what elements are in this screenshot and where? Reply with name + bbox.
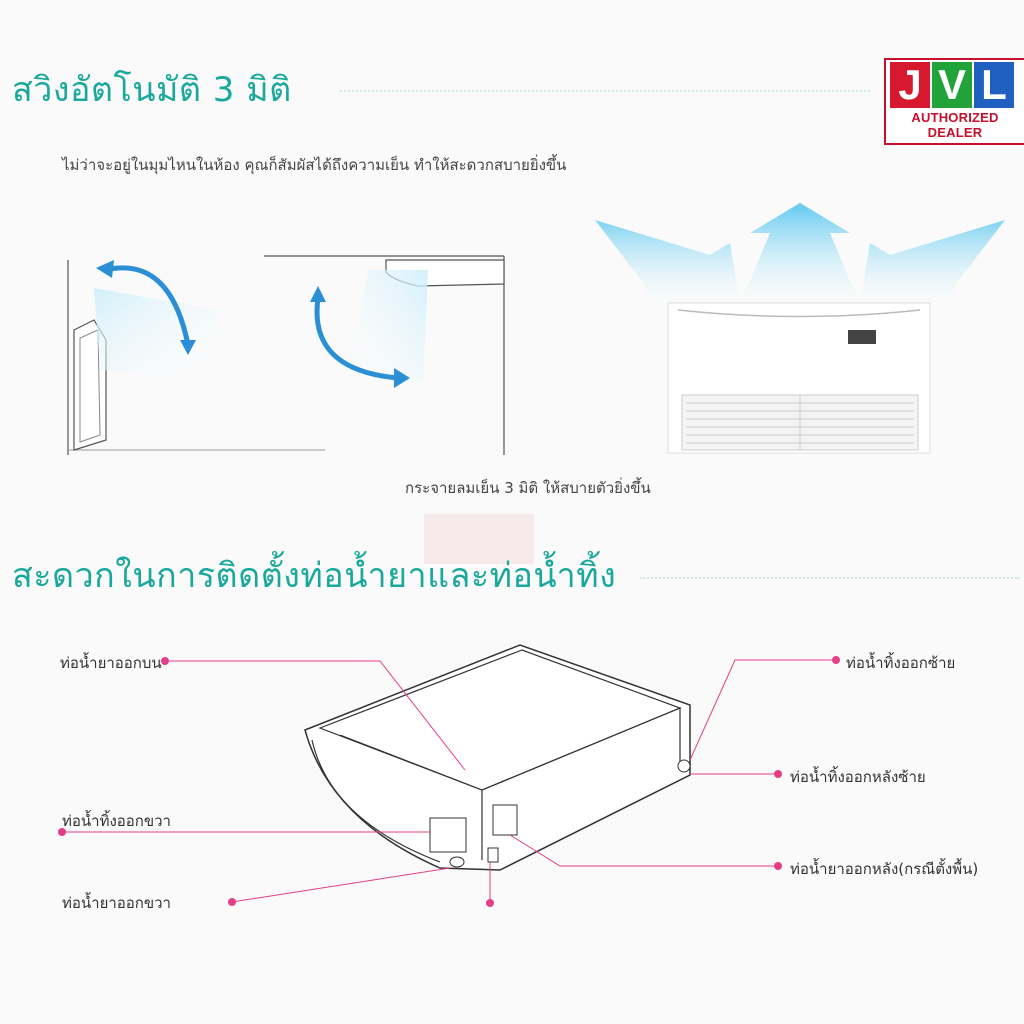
label-right-drain: ท่อน้ำทิ้งออกขวา — [62, 812, 171, 830]
ac-display — [848, 330, 876, 344]
label-rear-left-drain: ท่อน้ำทิ้งออกหลังซ้าย — [790, 768, 926, 786]
logo-tagline: AUTHORIZED DEALER — [911, 110, 999, 140]
left-drain-port — [677, 759, 691, 773]
room-illustration-right — [264, 255, 505, 455]
swing-caption: กระจายลมเย็น 3 มิติ ให้สบายตัวยิ่งขึ้น — [405, 479, 651, 497]
room-illustration-left — [67, 260, 325, 455]
label-right-refrigerant: ท่อน้ำยาออกขวา — [62, 894, 171, 912]
jvl-watermark — [424, 514, 534, 564]
airflow-arrow-left — [595, 220, 740, 305]
unit-piping-diagram — [58, 644, 840, 907]
ac-unit-airflow — [595, 203, 1005, 454]
swing-description: ไม่ว่าจะอยู่ในมุมไหนในห้อง คุณก็สัมผัสได… — [62, 156, 567, 174]
label-rear-refrigerant: ท่อน้ำยาออกหลัง(กรณีตั้งพื้น) — [790, 860, 979, 878]
jvl-logo: J V L AUTHORIZED DEALER — [884, 58, 1024, 145]
pointer-lines — [62, 659, 836, 903]
rear-port-panel — [492, 804, 518, 836]
title-divider-2 — [640, 577, 1020, 579]
title-divider — [340, 90, 870, 92]
airflow-arrow-right — [860, 220, 1005, 305]
label-left-drain: ท่อน้ำทิ้งออกซ้าย — [846, 654, 956, 672]
airflow-area — [94, 288, 220, 380]
logo-letters: J V L — [886, 60, 1024, 108]
right-side-panel — [429, 817, 467, 853]
logo-letter-j: J — [890, 62, 930, 108]
section-title-swing: สวิงอัตโนมัติ 3 มิติ — [12, 70, 292, 110]
right-drain-port — [449, 856, 465, 868]
logo-letter-v: V — [932, 62, 972, 108]
swing-arrow — [314, 297, 399, 381]
label-top-refrigerant: ท่อน้ำยาออกบน — [60, 654, 162, 672]
logo-letter-l: L — [974, 62, 1014, 108]
section-title-piping: สะดวกในการติดตั้งท่อน้ำยาและท่อน้ำทิ้ง — [12, 556, 617, 596]
airflow-arrow-up — [740, 203, 860, 305]
airflow-area — [348, 270, 428, 390]
swing-arrow — [104, 265, 191, 346]
pointer-dots — [58, 656, 840, 907]
